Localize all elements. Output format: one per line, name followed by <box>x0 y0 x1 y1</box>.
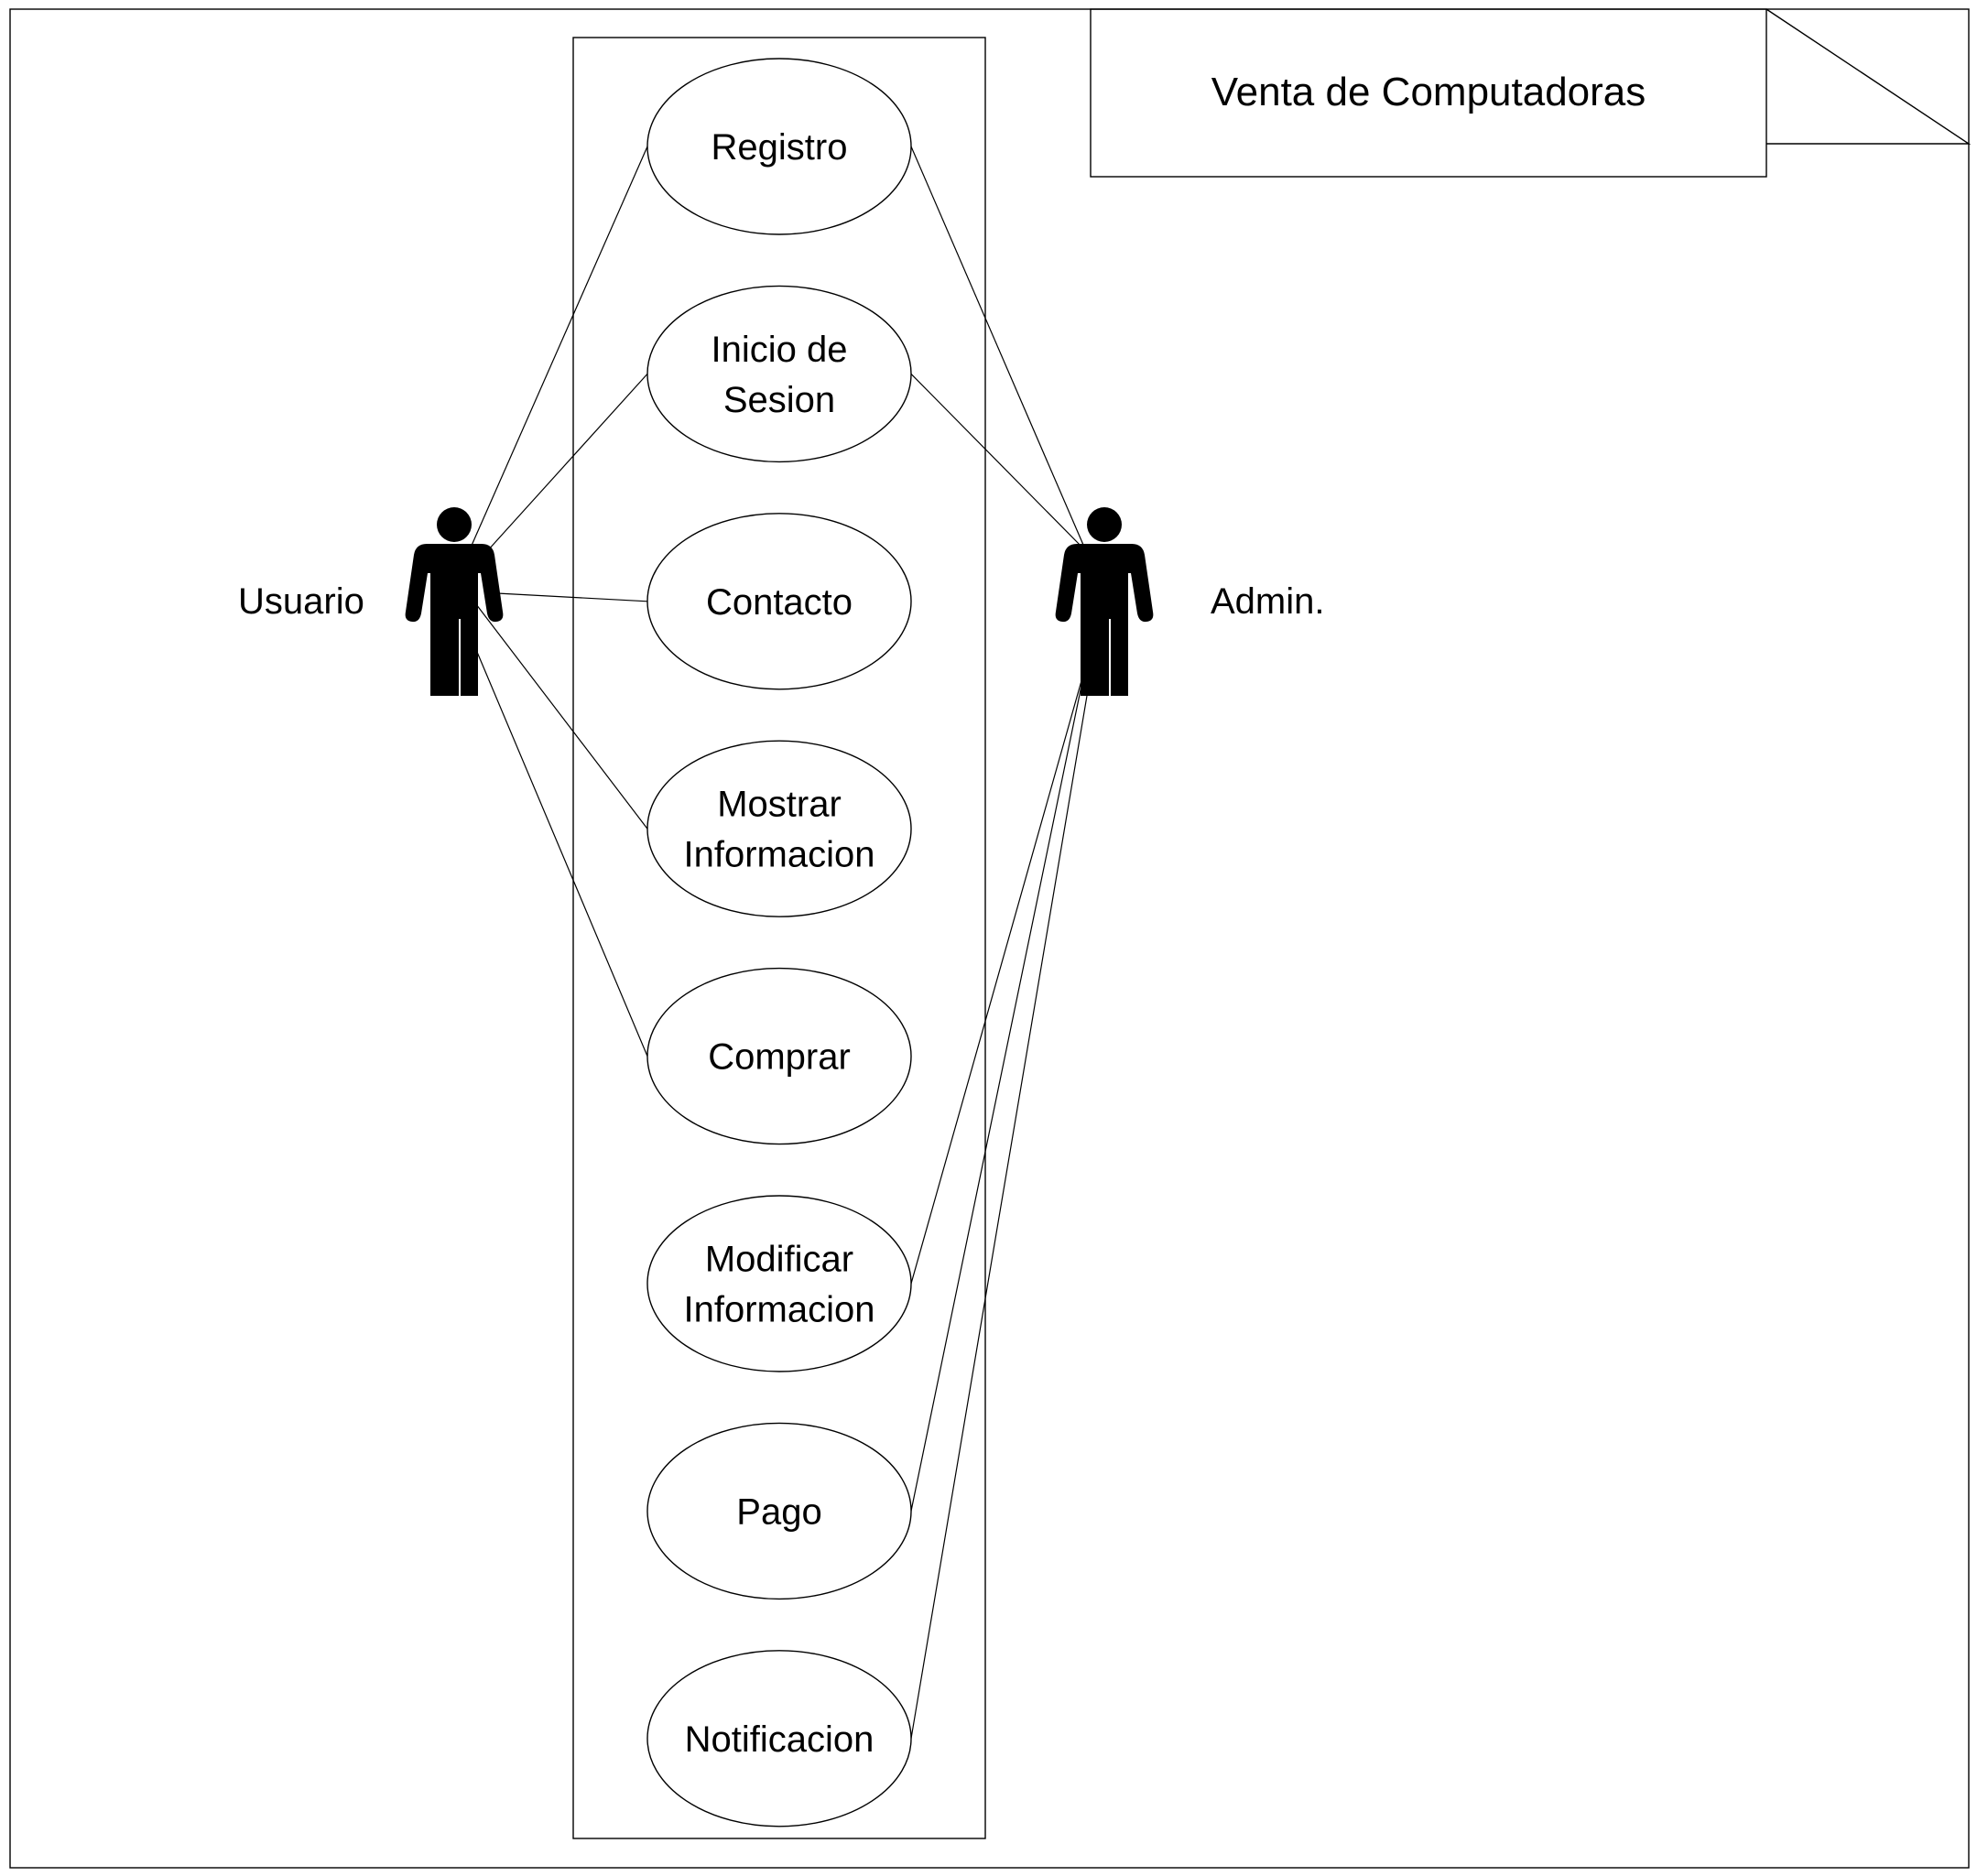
use-case-ellipse <box>646 513 912 690</box>
outer-frame <box>9 8 1970 1869</box>
association-user-mostrar-informacion <box>475 603 648 830</box>
use-case-pago: Pago <box>646 1422 912 1600</box>
use-case-label: Informacion <box>684 1290 875 1330</box>
association-admin-modificar-informacion <box>910 677 1083 1285</box>
use-case-label: Pago <box>736 1491 821 1532</box>
association-user-inicio-sesion <box>486 373 648 552</box>
use-case-label: Mostrar <box>717 785 842 825</box>
use-case-inicio-sesion: Inicio de Sesion <box>646 285 912 463</box>
actor-admin: Admin. <box>1055 507 1325 696</box>
association-admin-inicio-sesion <box>910 373 1087 552</box>
association-admin-registro <box>910 146 1087 552</box>
use-case-label: Inicio de <box>712 330 848 370</box>
association-admin-notificacion <box>910 684 1090 1739</box>
association-admin-pago <box>910 680 1083 1512</box>
title-note-fold <box>1765 8 1972 145</box>
actor-admin-label: Admin. <box>1211 581 1325 622</box>
actor-usuario-label: Usuario <box>238 581 364 622</box>
use-case-ellipse <box>646 58 912 235</box>
association-user-registro <box>470 146 648 548</box>
use-case-label: Notificacion <box>685 1719 874 1760</box>
use-case-label: Comprar <box>708 1037 851 1078</box>
use-case-label: Contacto <box>706 582 853 623</box>
association-lines <box>470 146 1090 1739</box>
system-boundary <box>572 37 986 1839</box>
use-case-contacto: Contacto <box>646 513 912 690</box>
use-case-ellipse <box>646 1195 912 1372</box>
use-case-label: Informacion <box>684 835 875 875</box>
use-case-notificacion: Notificacion <box>646 1650 912 1827</box>
user-actor-icon <box>405 507 504 696</box>
use-case-label: Modificar <box>705 1240 853 1280</box>
use-case-label: Sesion <box>723 380 835 420</box>
diagram-title: Venta de Computadoras <box>1211 70 1646 114</box>
use-case-ellipse <box>646 285 912 463</box>
title-box <box>1090 8 1767 178</box>
title-note: Venta de Computadoras <box>1090 8 1972 178</box>
admin-actor-icon <box>1055 507 1154 696</box>
use-case-label: Registro <box>712 127 848 168</box>
use-case-comprar: Comprar <box>646 967 912 1145</box>
use-case-ellipse <box>646 740 912 917</box>
use-case-ellipse <box>646 1422 912 1600</box>
association-user-contacto <box>496 592 648 602</box>
actor-usuario: Usuario <box>238 507 504 696</box>
association-user-comprar <box>473 645 648 1057</box>
use-case-ellipse <box>646 1650 912 1827</box>
use-case-ellipse <box>646 967 912 1145</box>
use-case-registro: Registro <box>646 58 912 235</box>
